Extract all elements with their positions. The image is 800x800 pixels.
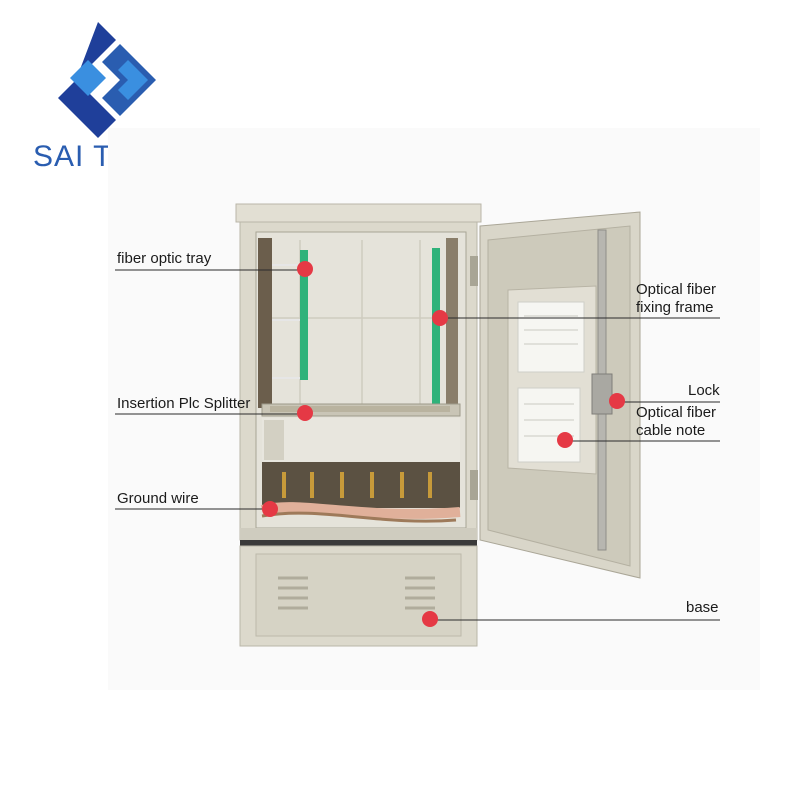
marker-cable-note (557, 432, 573, 448)
label-lock: Lock (688, 382, 720, 399)
label-ground-wire: Ground wire (117, 490, 199, 507)
label-optical-fiber-cable-note: Optical fiber cable note (636, 404, 716, 440)
label-cable-note-line2: cable note (636, 422, 706, 439)
saitong-logo (58, 22, 156, 138)
marker-lock (609, 393, 625, 409)
label-optical-fiber-fixing-frame: Optical fiber fixing frame (636, 281, 716, 317)
label-cable-note-line1: Optical fiber (636, 404, 717, 421)
label-fiber-optic-tray: fiber optic tray (117, 250, 212, 267)
label-fixing-frame-line1: Optical fiber (636, 281, 717, 298)
marker-fixing-frame (432, 310, 448, 326)
marker-ground-wire (262, 501, 278, 517)
label-insertion-plc-splitter: Insertion Plc Splitter (117, 395, 251, 412)
marker-plc-splitter (297, 405, 313, 421)
label-fixing-frame-line2: fixing frame (636, 299, 714, 316)
label-base: base (686, 599, 719, 616)
marker-base (422, 611, 438, 627)
marker-fiber-optic-tray (297, 261, 313, 277)
